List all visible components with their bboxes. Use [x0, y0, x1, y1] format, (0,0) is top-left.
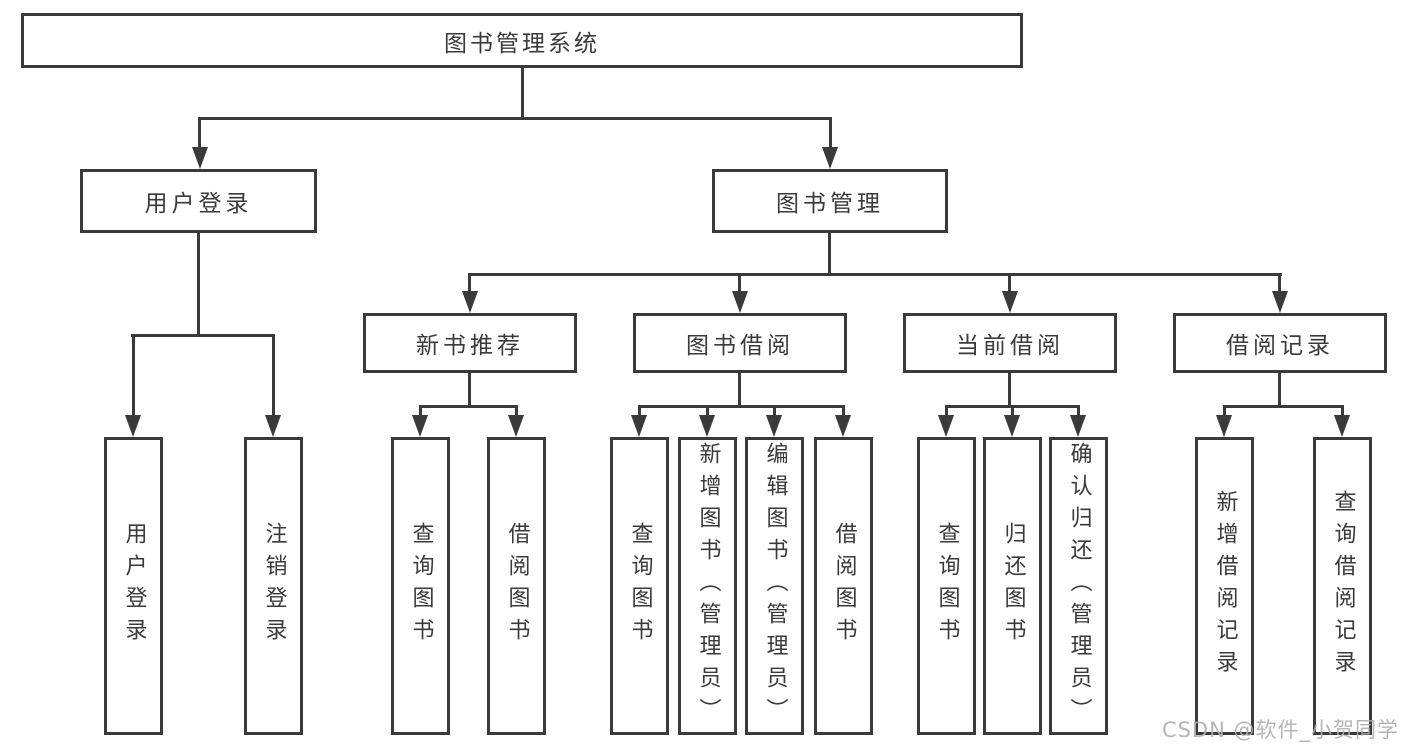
- connector-line: [468, 273, 1282, 276]
- arrow-down-icon: [462, 291, 478, 313]
- node-book-borrow: 图书借阅: [633, 313, 847, 373]
- connector-line: [1011, 405, 1014, 419]
- connector-line: [706, 405, 709, 419]
- arrow-down-icon: [766, 415, 782, 437]
- arrow-down-icon: [1216, 415, 1232, 437]
- arrow-down-icon: [1272, 291, 1288, 313]
- leaf-query-books-1: 查询图书: [391, 437, 450, 735]
- leaf-confirm-return-admin: 确认归还（管理员）: [1049, 437, 1108, 735]
- arrow-down-icon: [822, 147, 838, 169]
- connector-line: [468, 373, 471, 408]
- connector-line: [197, 233, 200, 337]
- connector-line: [773, 405, 776, 419]
- node-book-management: 图书管理: [712, 169, 948, 233]
- connector-line: [738, 273, 741, 295]
- csdn-watermark: CSDN @软件_小贺同学: [1161, 718, 1399, 742]
- arrow-down-icon: [1004, 415, 1020, 437]
- arrow-down-icon: [412, 415, 428, 437]
- connector-line: [638, 405, 641, 419]
- node-borrow-records: 借阅记录: [1173, 313, 1387, 373]
- connector-line: [638, 405, 845, 408]
- node-current-borrow: 当前借阅: [903, 313, 1117, 373]
- arrow-down-icon: [125, 415, 141, 437]
- connector-line: [272, 334, 275, 419]
- leaf-query-books-3: 查询图书: [917, 437, 976, 735]
- leaf-borrow-books-1: 借阅图书: [487, 437, 546, 735]
- connector-line: [131, 334, 275, 337]
- leaf-query-books-2: 查询图书: [610, 437, 669, 735]
- connector-line: [842, 405, 845, 419]
- node-new-book-recommend: 新书推荐: [363, 313, 577, 373]
- arrow-down-icon: [1002, 291, 1018, 313]
- connector-line: [468, 273, 471, 295]
- connector-line: [945, 405, 948, 419]
- connector-line: [738, 373, 741, 408]
- connector-line: [1223, 405, 1344, 408]
- connector-line: [198, 117, 201, 149]
- node-library-system: 图书管理系统: [21, 13, 1023, 68]
- leaf-add-books-admin: 新增图书（管理员）: [678, 437, 737, 735]
- connector-line: [829, 117, 832, 149]
- arrow-down-icon: [1070, 415, 1086, 437]
- node-user-login: 用户登录: [80, 169, 317, 233]
- connector-line: [132, 334, 135, 419]
- arrow-down-icon: [938, 415, 954, 437]
- leaf-edit-books-admin: 编辑图书（管理员）: [745, 437, 804, 735]
- connector-line: [1278, 273, 1281, 295]
- connector-line: [1008, 373, 1011, 408]
- connector-line: [1077, 405, 1080, 419]
- connector-line: [419, 405, 422, 419]
- arrow-down-icon: [732, 291, 748, 313]
- leaf-return-books: 归还图书: [983, 437, 1042, 735]
- arrow-down-icon: [1334, 415, 1350, 437]
- connector-line: [515, 405, 518, 419]
- connector-line: [828, 233, 831, 276]
- arrow-down-icon: [631, 415, 647, 437]
- connector-line: [1008, 273, 1011, 295]
- leaf-borrow-books-2: 借阅图书: [814, 437, 873, 735]
- arrow-down-icon: [192, 147, 208, 169]
- arrow-down-icon: [265, 415, 281, 437]
- leaf-user-login: 用户登录: [104, 437, 163, 735]
- connector-line: [419, 405, 518, 408]
- connector-line: [198, 117, 832, 120]
- arrow-down-icon: [699, 415, 715, 437]
- connector-line: [1341, 405, 1344, 419]
- leaf-query-borrow-record: 查询借阅记录: [1313, 437, 1372, 735]
- arrow-down-icon: [835, 415, 851, 437]
- leaf-add-borrow-record: 新增借阅记录: [1195, 437, 1254, 735]
- arrow-down-icon: [508, 415, 524, 437]
- connector-line: [1223, 405, 1226, 419]
- leaf-logout: 注销登录: [244, 437, 303, 735]
- connector-line: [1278, 373, 1281, 408]
- connector-line: [521, 68, 524, 119]
